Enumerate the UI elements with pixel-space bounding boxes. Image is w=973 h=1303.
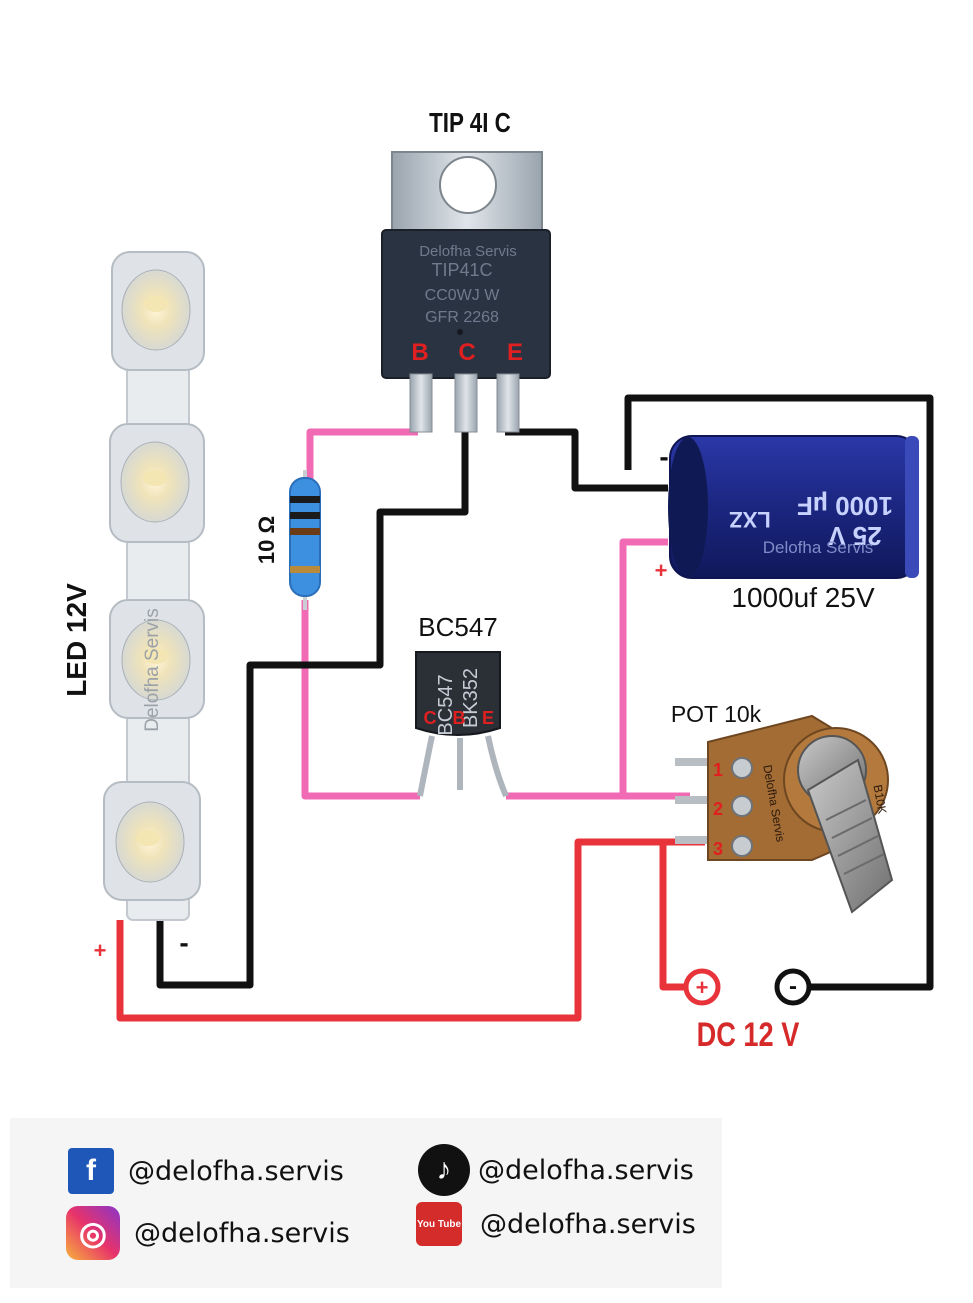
wire-black-collector <box>156 432 469 989</box>
pot-pin-3: 3 <box>713 839 723 859</box>
wire-black-ground <box>624 394 934 991</box>
led-minus-mark: - <box>179 927 188 958</box>
bc547-marking-2: BK352 <box>460 668 482 728</box>
social-handle: @delofha.servis <box>480 1208 696 1240</box>
tip41c-pin-c: C <box>458 339 475 366</box>
instagram-icon: ◎ <box>66 1206 120 1260</box>
led-watermark: Delofha Servis <box>142 608 163 732</box>
bc547-pin-b: B <box>453 708 466 728</box>
dc-positive-symbol: + <box>696 975 709 1000</box>
tip41c-marking-3: CC0WJ W <box>425 287 501 304</box>
dc-negative-symbol: - <box>789 973 797 1000</box>
tiktok-icon: ♪ <box>418 1144 470 1196</box>
tip41c-pin-b: B <box>411 339 428 366</box>
bc547-pin-c: C <box>424 708 437 728</box>
led-label: LED 12V <box>61 583 92 697</box>
wire-red-supply <box>116 838 705 1022</box>
pot-pin-2: 2 <box>713 799 723 819</box>
led-plus-mark: + <box>94 938 107 963</box>
capacitor-marking-brand: LXZ <box>729 507 771 532</box>
led-unit <box>109 423 205 543</box>
social-handle: @delofha.servis <box>128 1155 344 1187</box>
bc547-marking-1: BC547 <box>435 674 457 735</box>
pot-label: POT 10k <box>671 701 762 727</box>
social-footer: f @delofha.servis ◎ @delofha.servis ♪ @d… <box>10 1118 722 1288</box>
bc547-label: BC547 <box>418 612 498 642</box>
tip41c-marking-1: Delofha Servis <box>419 243 517 260</box>
capacitor-watermark: Delofha Servis <box>763 538 874 557</box>
tip41c-marking-2: TIP41C <box>431 260 492 280</box>
wire-pink-base <box>301 428 420 800</box>
social-facebook[interactable]: f @delofha.servis <box>68 1148 344 1194</box>
resistor-label: 10 Ω <box>254 516 279 564</box>
tip41c-marking-4: GFR 2268 <box>425 309 499 326</box>
led-unit <box>103 781 201 901</box>
social-tiktok[interactable]: ♪ @delofha.servis <box>418 1144 694 1196</box>
pot-code: B10K <box>870 784 889 815</box>
facebook-icon: f <box>68 1148 114 1194</box>
cap-minus-mark: - <box>659 441 668 472</box>
pot-pin-1: 1 <box>713 760 723 780</box>
dc-negative-terminal: - <box>774 968 812 1006</box>
tip41c-pin-e: E <box>507 339 523 366</box>
wire-pink-pot-cap <box>506 538 690 800</box>
tip41c-transistor: Delofha Servis TIP41C CC0WJ W GFR 2268 B… <box>381 151 551 433</box>
led-strip: Delofha Servis <box>103 251 205 921</box>
resistor-10-ohm <box>289 470 321 610</box>
wire-black-emitter-cap <box>505 428 668 492</box>
bc547-transistor: BC547 BK352 C B E <box>415 651 509 798</box>
capacitor-label: 1000uf 25V <box>731 582 875 613</box>
youtube-icon: You Tube <box>416 1202 462 1246</box>
capacitor-marking-voltage: 25 V <box>828 521 882 551</box>
potentiometer-10k: 1 2 3 Delofha Servis B10K <box>675 714 894 914</box>
cap-plus-mark: + <box>655 558 668 583</box>
bc547-pin-e: E <box>482 708 494 728</box>
social-youtube[interactable]: You Tube @delofha.servis <box>416 1202 696 1246</box>
social-instagram[interactable]: ◎ @delofha.servis <box>66 1206 350 1260</box>
capacitor-1000uf: 25 V 1000 µF LXZ Delofha Servis <box>668 435 919 579</box>
led-unit <box>109 599 205 719</box>
capacitor-marking-capacitance: 1000 µF <box>797 491 893 521</box>
dc-positive-terminal: + <box>683 968 721 1006</box>
dc-voltage-label: DC 12 V <box>697 1015 800 1054</box>
social-handle: @delofha.servis <box>134 1217 350 1249</box>
social-handle: @delofha.servis <box>478 1154 694 1186</box>
led-unit <box>111 251 205 371</box>
tip41c-label: TIP 4I C <box>429 108 511 139</box>
